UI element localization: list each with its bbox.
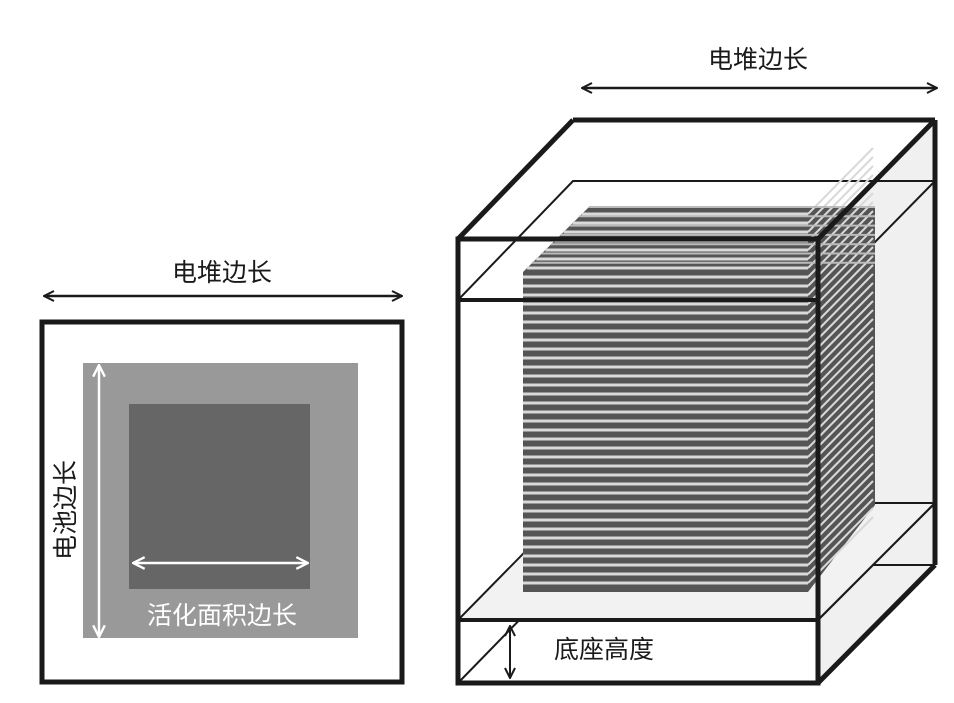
stack-body xyxy=(523,207,875,592)
stack-3d-side-label: 电堆边长 xyxy=(708,45,808,74)
top-view: 电堆边长 电池边长 活化面积边长 xyxy=(39,258,405,685)
cell-side-label: 电池边长 xyxy=(51,460,80,560)
cell-stack xyxy=(523,147,875,592)
active-area-side-label: 活化面积边长 xyxy=(147,601,297,630)
stack-plate-side-line xyxy=(807,156,874,224)
stack-plate-side-line xyxy=(807,147,874,215)
top-view-stack-side-label: 电堆边长 xyxy=(172,258,272,287)
stack-plate-side-line xyxy=(807,165,874,233)
box-front-edges xyxy=(455,117,938,686)
stack-3d-view: 电堆边长 xyxy=(455,45,938,686)
active-area xyxy=(129,404,310,589)
base-height-label: 底座高度 xyxy=(554,635,654,664)
